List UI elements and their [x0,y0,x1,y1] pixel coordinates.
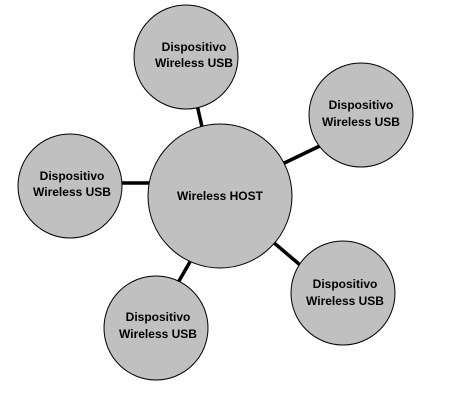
device-label-line2: Wireless USB [306,294,384,308]
device-label-line1: Dispositivo [126,310,191,324]
device-label-line2: Wireless USB [33,185,111,199]
device-label-line2: Wireless USB [119,327,197,341]
device-circle [17,133,123,239]
host-circle [147,123,293,269]
device-label-line1: Dispositivo [329,98,394,112]
device-circle [308,62,414,168]
device-label-line1: Dispositivo [162,40,227,54]
device-circle [290,240,396,346]
device-node-top: Dispositivo Wireless USB [133,4,239,110]
host-node: Wireless HOST [147,123,293,269]
device-label-line2: Wireless USB [322,115,400,129]
device-label-line2: Wireless USB [155,56,233,70]
device-circle [133,4,239,110]
device-node-lower-right: Dispositivo Wireless USB [290,240,396,346]
device-node-left: Dispositivo Wireless USB [17,133,123,239]
device-node-upper-right: Dispositivo Wireless USB [308,62,414,168]
device-node-lower-left: Dispositivo Wireless USB [103,275,209,381]
device-circle [103,275,209,381]
host-label: Wireless HOST [177,189,264,203]
device-label-line1: Dispositivo [313,277,378,291]
device-label-line1: Dispositivo [40,169,105,183]
